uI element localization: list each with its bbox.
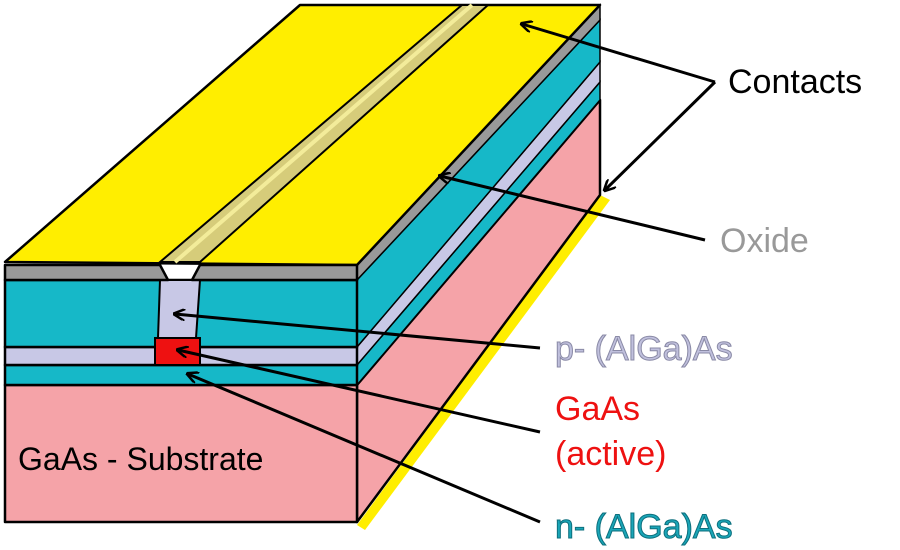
contacts-label: Contacts [728,63,862,101]
base-shadow [357,195,610,530]
p-layer-label: p- (AlGa)As [555,330,733,368]
n-layer-arrow [188,374,541,524]
substrate-front [3,383,359,524]
active-label-line1: GaAs [555,390,640,428]
active-region [154,337,201,366]
p-layer-arrow [175,314,541,350]
substrate-label: GaAs - Substrate [18,441,263,477]
oxide-arrow [440,176,706,242]
oxide-label: Oxide [720,222,809,260]
p-ridge [156,279,202,339]
oxide-front [3,263,170,282]
active-arrow [178,350,541,434]
oxide-front-right [190,263,359,282]
active-label-line2: (active) [555,435,666,473]
contacts-arrow-bottom [605,80,717,190]
stripe-highlight [173,3,474,264]
contacts-arrow-top [522,24,716,84]
n-layer-label: n- (AlGa)As [555,508,733,546]
n-layer-front [3,363,359,387]
